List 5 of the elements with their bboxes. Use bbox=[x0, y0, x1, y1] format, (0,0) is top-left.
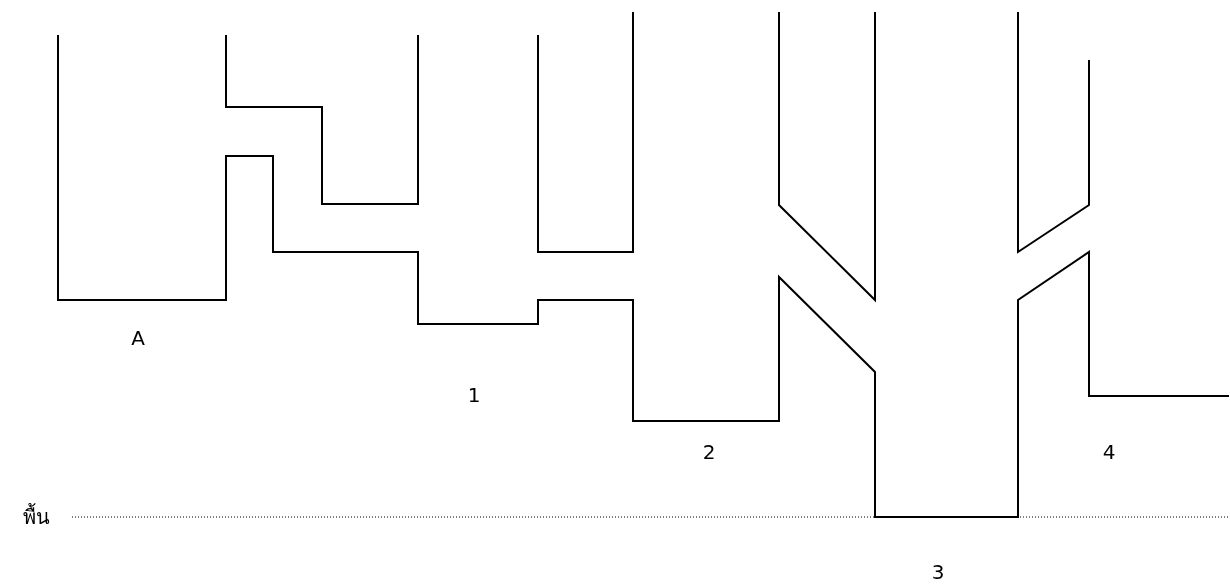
part-label: 2 bbox=[702, 442, 716, 462]
part-label: 3 bbox=[931, 562, 945, 582]
part-label: 4 bbox=[1102, 442, 1116, 462]
part-label: A bbox=[131, 328, 145, 348]
part-label: 1 bbox=[467, 385, 481, 405]
